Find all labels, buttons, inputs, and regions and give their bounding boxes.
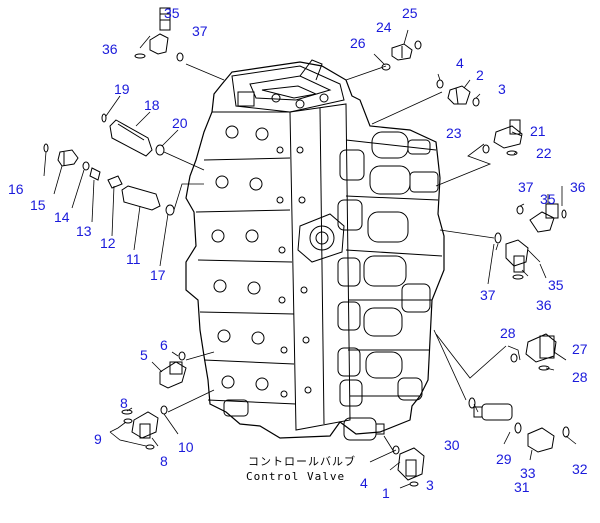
callout-37: 37 <box>192 23 208 39</box>
part-37-oring-right <box>516 205 524 215</box>
callout-7: 6 <box>160 337 168 353</box>
callout-25: 25 <box>402 5 418 21</box>
exploded-parts <box>43 7 570 487</box>
leader-lines <box>43 29 577 489</box>
callout-3: 3 <box>498 81 506 97</box>
callout-numbers: 35 36 37 25 24 26 4 2 3 21 23 22 37 36 3… <box>8 5 588 501</box>
part-7-oring <box>178 351 186 361</box>
callout-4-bottom: 4 <box>360 475 368 491</box>
part-30-fitting <box>481 403 513 421</box>
callout-14: 14 <box>54 209 70 225</box>
part-8-elbow <box>131 411 159 439</box>
part-19-plug <box>101 113 107 123</box>
part-33-oring <box>562 426 570 438</box>
callout-2: 2 <box>476 67 484 83</box>
callout-28: 28 <box>572 369 588 385</box>
callout-31: 30 <box>444 437 460 453</box>
part-36-plug-top <box>134 53 146 59</box>
callout-24: 24 <box>376 19 392 35</box>
callout-1: 1 <box>382 485 390 501</box>
part-23-oring <box>482 144 490 154</box>
callout-36-right: 36 <box>570 179 586 195</box>
part-3-oring-bottom <box>409 481 419 487</box>
right-spool-caps <box>337 131 439 407</box>
callout-15: 15 <box>30 197 46 213</box>
part-6-plug <box>121 409 133 415</box>
part-25-oring <box>414 40 422 50</box>
callout-17: 17 <box>150 267 166 283</box>
callout-35-right: 35 <box>540 191 556 207</box>
part-2-fitting <box>447 85 471 105</box>
left-bolt-bosses <box>211 125 312 398</box>
part-4-oring-upper <box>436 79 444 89</box>
callout-18: 18 <box>144 97 160 113</box>
callout-37-right: 37 <box>518 179 534 195</box>
part-1-elbow <box>397 447 425 481</box>
callout-19: 19 <box>114 81 130 97</box>
callout-3-bottom: 3 <box>426 477 434 493</box>
part-21-fitting <box>493 125 523 149</box>
part-28-plug <box>538 365 550 371</box>
part-32-fitting <box>527 427 555 453</box>
callout-12: 12 <box>100 235 116 251</box>
callout-33: 32 <box>572 461 588 477</box>
caption-japanese: コントロールバルブ <box>248 454 356 468</box>
callout-6: 8 <box>120 395 128 411</box>
callout-36: 36 <box>102 41 118 57</box>
callout-16: 16 <box>8 181 24 197</box>
part-29-oring <box>510 353 518 363</box>
callout-5: 5 <box>140 347 148 363</box>
part-3-oring-upper <box>472 97 480 107</box>
caption-english: Control Valve <box>246 470 345 483</box>
callout-10: 10 <box>178 439 194 455</box>
part-17-oring <box>165 204 175 216</box>
callout-37-lower: 37 <box>480 287 496 303</box>
part-37-oring-lower <box>494 232 502 244</box>
callout-35: 35 <box>164 5 180 21</box>
part-14-oring <box>82 161 90 171</box>
callout-27: 27 <box>572 341 588 357</box>
callout-36-lower: 36 <box>536 297 552 313</box>
callout-30: 29 <box>496 451 512 467</box>
control-valve-body <box>185 59 445 441</box>
callout-20: 20 <box>172 115 188 131</box>
part-37-oring-top <box>176 52 184 62</box>
callout-4: 4 <box>456 55 464 71</box>
part-34-oring <box>514 422 522 434</box>
callout-21: 21 <box>530 123 546 139</box>
part-36-plug-right <box>561 209 567 219</box>
part-36-plug-lower <box>512 274 524 280</box>
callout-34: 33 <box>520 465 536 481</box>
callout-32: 31 <box>514 479 530 495</box>
callout-22: 22 <box>536 145 552 161</box>
callout-8: 8 <box>160 453 168 469</box>
part-20-oring <box>155 144 165 156</box>
callout-11: 11 <box>126 251 141 267</box>
callout-26: 26 <box>350 35 366 51</box>
callout-29: 28 <box>500 325 516 341</box>
part-15-fitting <box>57 149 79 167</box>
callout-9: 9 <box>94 431 102 447</box>
part-35-elbow-right <box>529 211 555 233</box>
part-12-fitting <box>107 175 123 189</box>
part-13-spring <box>89 167 101 181</box>
part-11-cylinder <box>121 185 161 211</box>
part-10-oring <box>160 405 168 415</box>
part-35-elbow-lower <box>505 239 529 267</box>
part-18-cylinder <box>109 119 153 157</box>
callout-35-lower: 35 <box>548 277 564 293</box>
diagram-caption: コントロールバルブ Control Valve <box>246 454 356 483</box>
callout-13: 13 <box>76 223 92 239</box>
part-35-elbow-top <box>149 33 169 55</box>
part-9-plug-b <box>145 444 155 450</box>
part-16-plug <box>43 143 49 153</box>
callout-23: 23 <box>446 125 462 141</box>
part-31-oring <box>468 397 476 409</box>
